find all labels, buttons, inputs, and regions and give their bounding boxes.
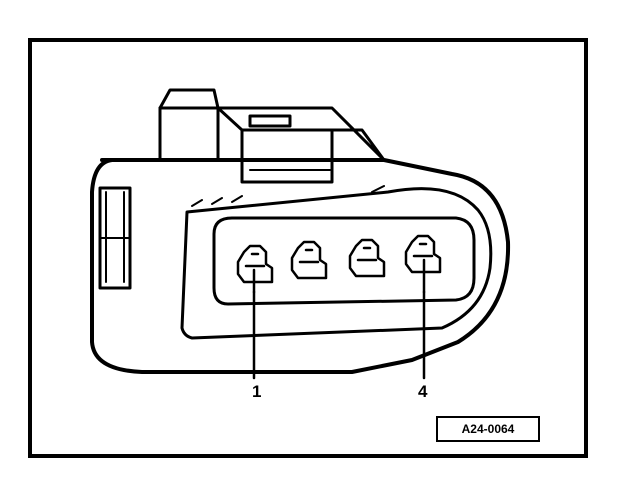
reference-code-box: A24-0064 (436, 416, 540, 442)
pin-cavity-1 (236, 244, 274, 294)
connector-drawing (90, 88, 511, 380)
pin-cavity-4 (404, 234, 442, 294)
locking-tab (158, 88, 220, 110)
pin-cavity-3 (348, 238, 386, 278)
housing-inner-edge (180, 187, 493, 340)
lock-bridge (158, 106, 386, 184)
pin-cavity-2 (290, 240, 328, 280)
callout-1: 1 (252, 382, 262, 401)
reference-code: A24-0064 (461, 422, 515, 436)
terminal-rail (212, 216, 476, 306)
figure-frame: 1 4 A24-0064 (28, 38, 588, 458)
callout-4: 4 (418, 382, 428, 401)
